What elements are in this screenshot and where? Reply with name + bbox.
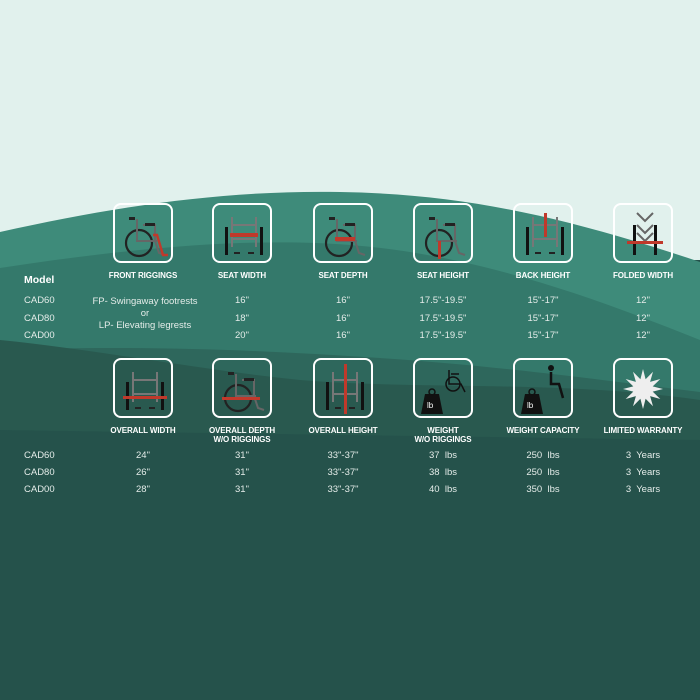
model-name: CAD60 bbox=[24, 295, 55, 306]
spec-value: 16" bbox=[336, 295, 350, 306]
front-riggings-fp: FP- Swingaway footrests bbox=[92, 296, 198, 307]
seat-height-icon bbox=[413, 203, 473, 263]
seat-depth-icon bbox=[313, 203, 373, 263]
spec-value: 3 Years bbox=[625, 450, 661, 461]
front-riggings-icon bbox=[113, 203, 173, 263]
spec-value: 31" bbox=[235, 484, 249, 495]
back-height-icon bbox=[513, 203, 573, 263]
column-header: WEIGHT W/O RIGGINGS bbox=[414, 426, 472, 444]
spec-value: 12" bbox=[636, 295, 650, 306]
front-riggings-or: or bbox=[140, 308, 150, 319]
spec-value: 33"-37" bbox=[327, 450, 359, 461]
spec-value: 16" bbox=[336, 330, 350, 341]
front-riggings-lp: LP- Elevating legrests bbox=[98, 320, 192, 331]
spec-value: 37 lbs bbox=[429, 450, 457, 461]
overall-depth-icon bbox=[212, 358, 272, 418]
column-header: OVERALL DEPTH W/O RIGGINGS bbox=[208, 426, 276, 444]
spec-value: 38 lbs bbox=[429, 467, 457, 478]
folded-width-icon bbox=[613, 203, 673, 263]
overall-height-icon bbox=[313, 358, 373, 418]
column-header: SEAT DEPTH bbox=[318, 271, 368, 280]
spec-value: 31" bbox=[235, 450, 249, 461]
svg-text:lb: lb bbox=[527, 401, 534, 410]
spec-value: 26" bbox=[136, 467, 150, 478]
column-header: BACK HEIGHT bbox=[515, 271, 571, 280]
model-header: Model bbox=[24, 274, 55, 286]
model-name: CAD00 bbox=[24, 330, 55, 341]
column-header: OVERALL WIDTH bbox=[110, 426, 176, 435]
spec-value: 350 lbs bbox=[526, 484, 560, 495]
column-header: OVERALL HEIGHT bbox=[308, 426, 378, 435]
spec-value: 31" bbox=[235, 467, 249, 478]
spec-value: 18" bbox=[235, 313, 249, 324]
weight-icon: lb bbox=[413, 358, 473, 418]
spec-value: 16" bbox=[336, 313, 350, 324]
model-name: CAD80 bbox=[24, 467, 55, 478]
model-name: CAD60 bbox=[24, 450, 55, 461]
spec-value: 33"-37" bbox=[327, 467, 359, 478]
seat-width-icon bbox=[212, 203, 272, 263]
svg-text:lb: lb bbox=[427, 401, 434, 410]
spec-value: 3 Years bbox=[625, 467, 661, 478]
column-header: LIMITED WARRANTY bbox=[603, 426, 683, 435]
spec-value: 28" bbox=[136, 484, 150, 495]
spec-value: 250 lbs bbox=[526, 467, 560, 478]
spec-value: 15"-17" bbox=[527, 295, 559, 306]
spec-value: 20" bbox=[235, 330, 249, 341]
spec-value: 17.5"-19.5" bbox=[419, 295, 467, 306]
spec-value: 17.5"-19.5" bbox=[419, 330, 467, 341]
column-header: SEAT WIDTH bbox=[217, 271, 267, 280]
overall-width-icon bbox=[113, 358, 173, 418]
spec-value: 17.5"-19.5" bbox=[419, 313, 467, 324]
weight-capacity-icon: lb bbox=[513, 358, 573, 418]
spec-value: 40 lbs bbox=[429, 484, 457, 495]
spec-value: 15"-17" bbox=[527, 330, 559, 341]
warranty-star-icon bbox=[613, 358, 673, 418]
spec-value: 15"-17" bbox=[527, 313, 559, 324]
spec-value: 3 Years bbox=[625, 484, 661, 495]
column-header: FRONT RIGGINGS bbox=[108, 271, 178, 280]
column-header: SEAT HEIGHT bbox=[416, 271, 470, 280]
spec-value: 12" bbox=[636, 330, 650, 341]
model-name: CAD00 bbox=[24, 484, 55, 495]
column-header: WEIGHT CAPACITY bbox=[506, 426, 580, 435]
spec-value: 250 lbs bbox=[526, 450, 560, 461]
spec-value: 33"-37" bbox=[327, 484, 359, 495]
spec-value: 16" bbox=[235, 295, 249, 306]
column-header: FOLDED WIDTH bbox=[612, 271, 674, 280]
spec-value: 24" bbox=[136, 450, 150, 461]
model-name: CAD80 bbox=[24, 313, 55, 324]
spec-value: 12" bbox=[636, 313, 650, 324]
